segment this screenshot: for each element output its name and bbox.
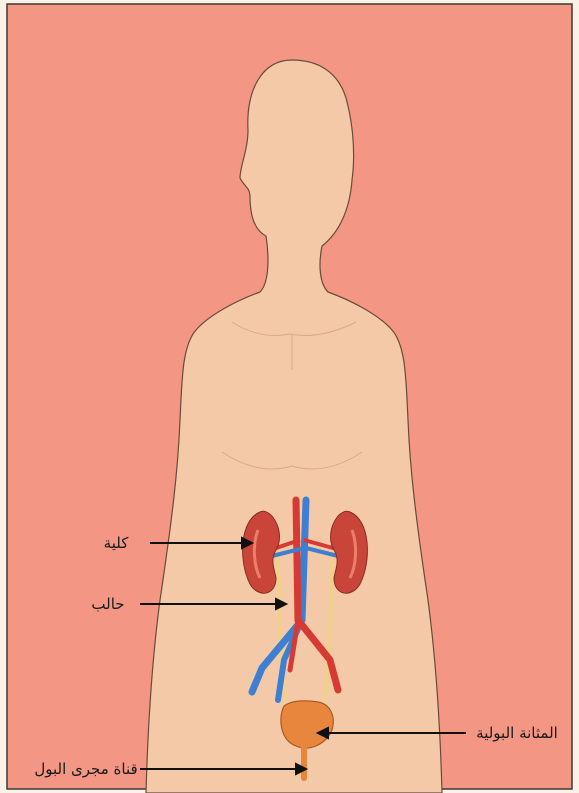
label-bladder: المثانة البولية: [476, 724, 558, 742]
label-kidney: كلية: [104, 534, 130, 552]
label-urethra: قناة مجرى البول: [34, 760, 137, 778]
label-ureter: حالب: [91, 595, 124, 613]
